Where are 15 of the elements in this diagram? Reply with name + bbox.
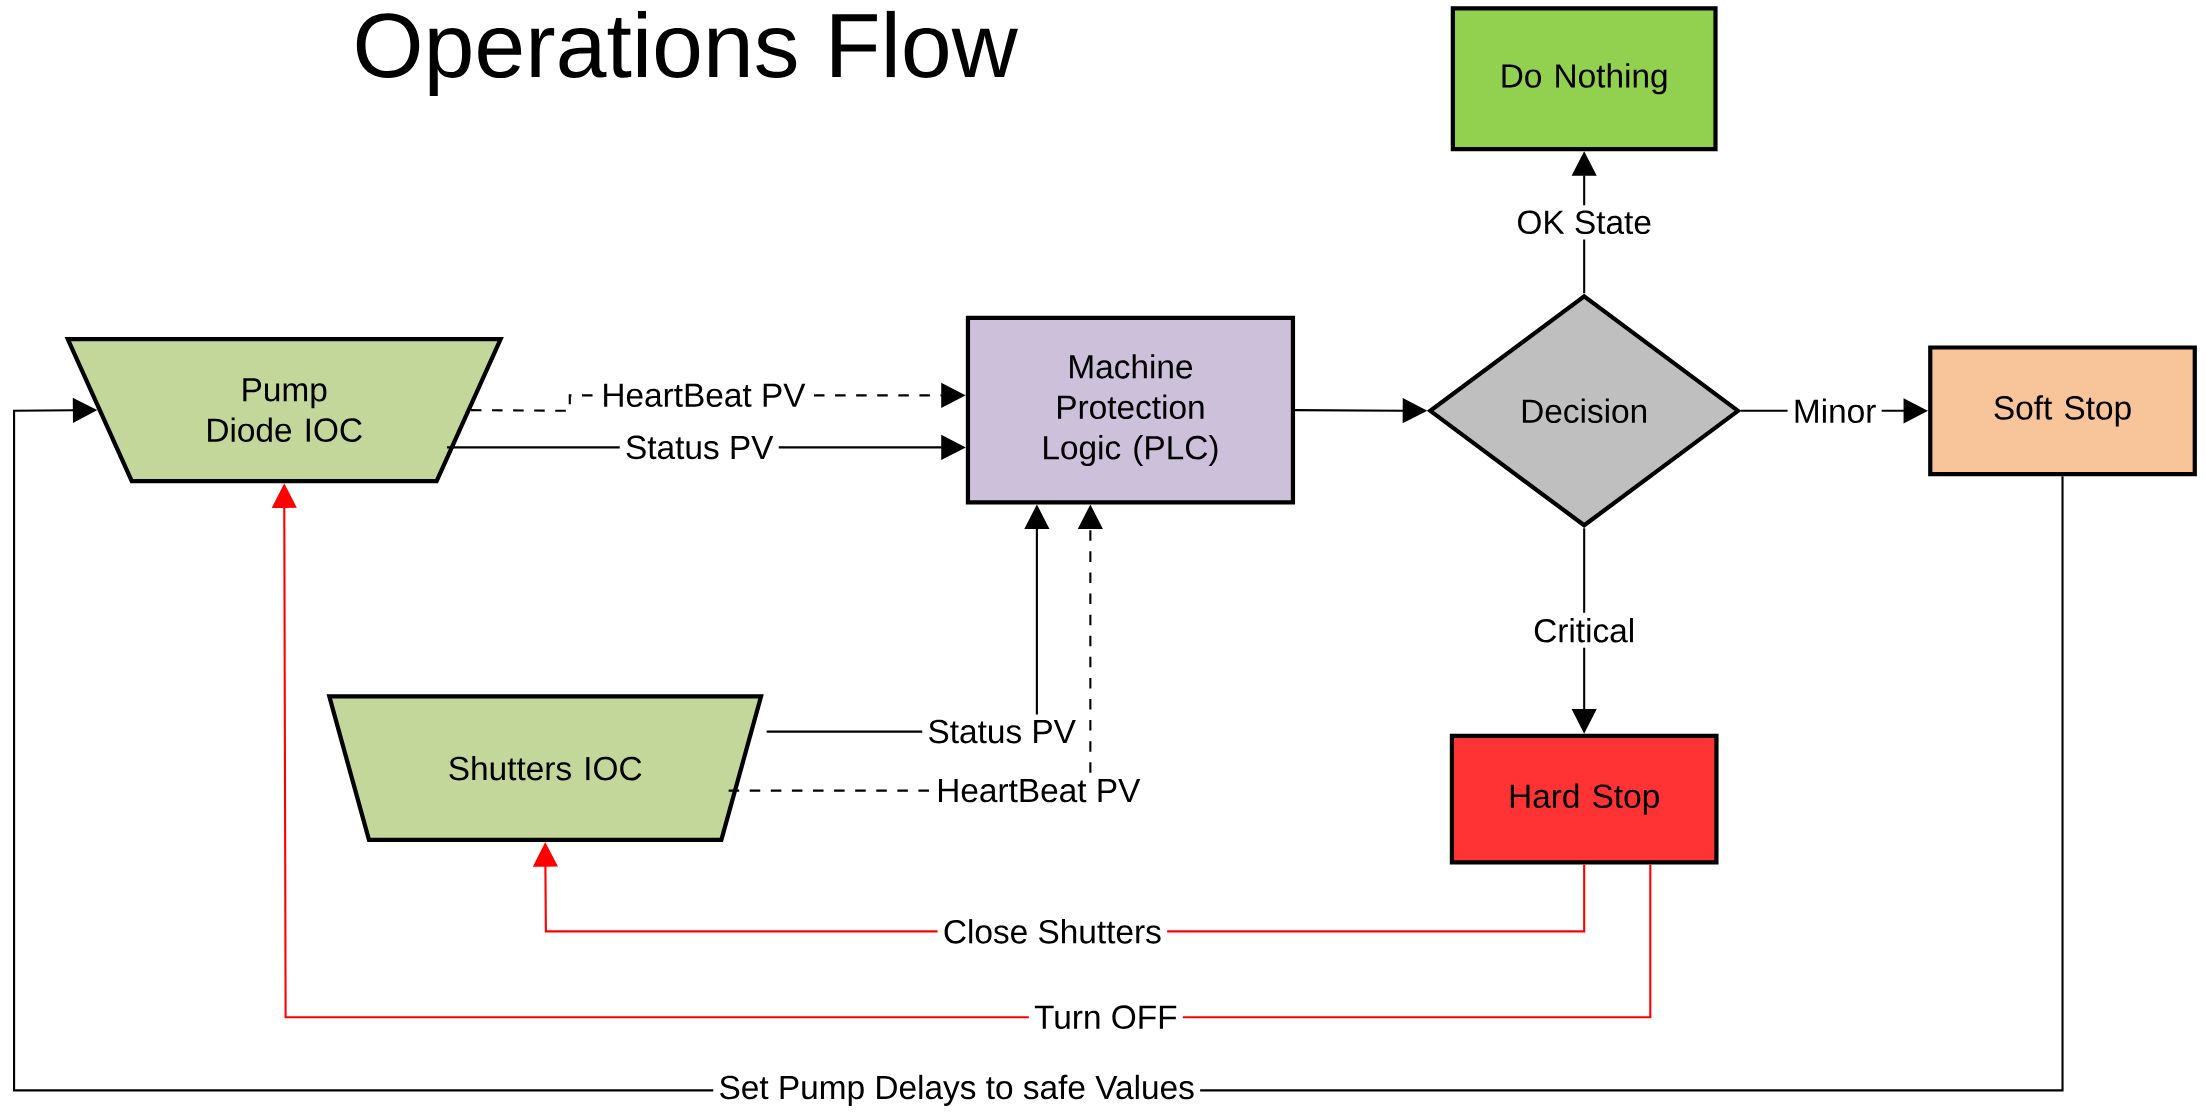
process-box: Machine Protection Logic (PLC) bbox=[965, 315, 1296, 505]
edge-label: Critical bbox=[1534, 617, 1633, 643]
edge-label: Status PV bbox=[929, 719, 1076, 744]
process-box: Hard Stop bbox=[1449, 733, 1719, 865]
process-box: Soft Stop bbox=[1928, 345, 2197, 477]
edge-label: Close Shutters bbox=[944, 919, 1161, 944]
edge-label: Turn OFF bbox=[1034, 1005, 1177, 1029]
edge-label: Status PV bbox=[626, 435, 774, 460]
edge-label: OK State bbox=[1518, 210, 1651, 234]
process-box: Do Nothing bbox=[1450, 6, 1718, 152]
edge-label: Minor bbox=[1795, 398, 1876, 423]
edge-label: HeartBeat PV bbox=[938, 778, 1141, 803]
edge-label: HeartBeat PV bbox=[604, 383, 806, 407]
title: Operations Flow bbox=[356, 10, 1018, 96]
edge-label: Set Pump Delays to safe Values bbox=[720, 1074, 1194, 1106]
